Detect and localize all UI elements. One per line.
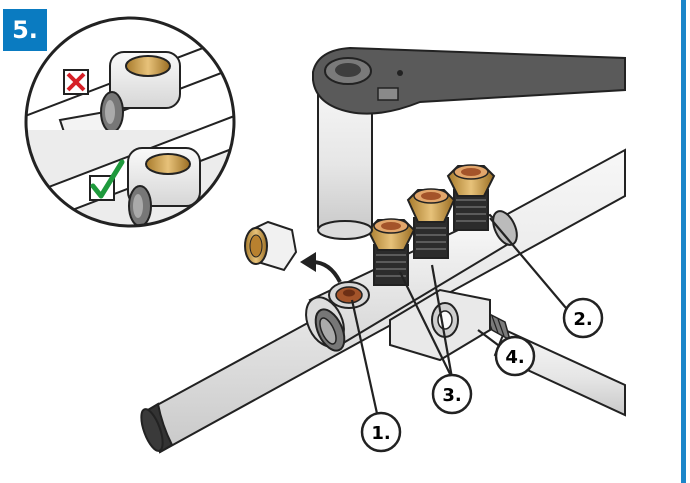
- step-number-badge: 5.: [3, 9, 47, 51]
- callout-leader-lines: [350, 217, 567, 419]
- callout-1: 1.: [360, 411, 402, 453]
- callout-4-label: 4.: [505, 347, 524, 368]
- detail-inset: [24, 16, 236, 228]
- outlet-riser-1: [366, 218, 416, 286]
- manifold-body: [305, 210, 518, 362]
- removal-arrow-icon: [300, 252, 342, 283]
- ratchet-wrench: [312, 46, 626, 240]
- outlet-riser-3: [446, 164, 496, 231]
- callout-3-label: 3.: [442, 385, 461, 406]
- check-mark-icon: [89, 159, 125, 201]
- callout-2-label: 2.: [573, 309, 592, 330]
- page-edge-bar: [681, 0, 686, 483]
- callout-4: 4.: [494, 335, 536, 377]
- callout-2: 2.: [562, 297, 604, 339]
- cross-mark-icon: [63, 69, 89, 95]
- open-port: [328, 281, 370, 309]
- callout-1-label: 1.: [371, 423, 390, 444]
- left-pipe-connector: [314, 308, 346, 352]
- outlet-riser-2: [406, 188, 456, 259]
- removed-brass-cap: [244, 220, 298, 272]
- callout-3: 3.: [431, 373, 473, 415]
